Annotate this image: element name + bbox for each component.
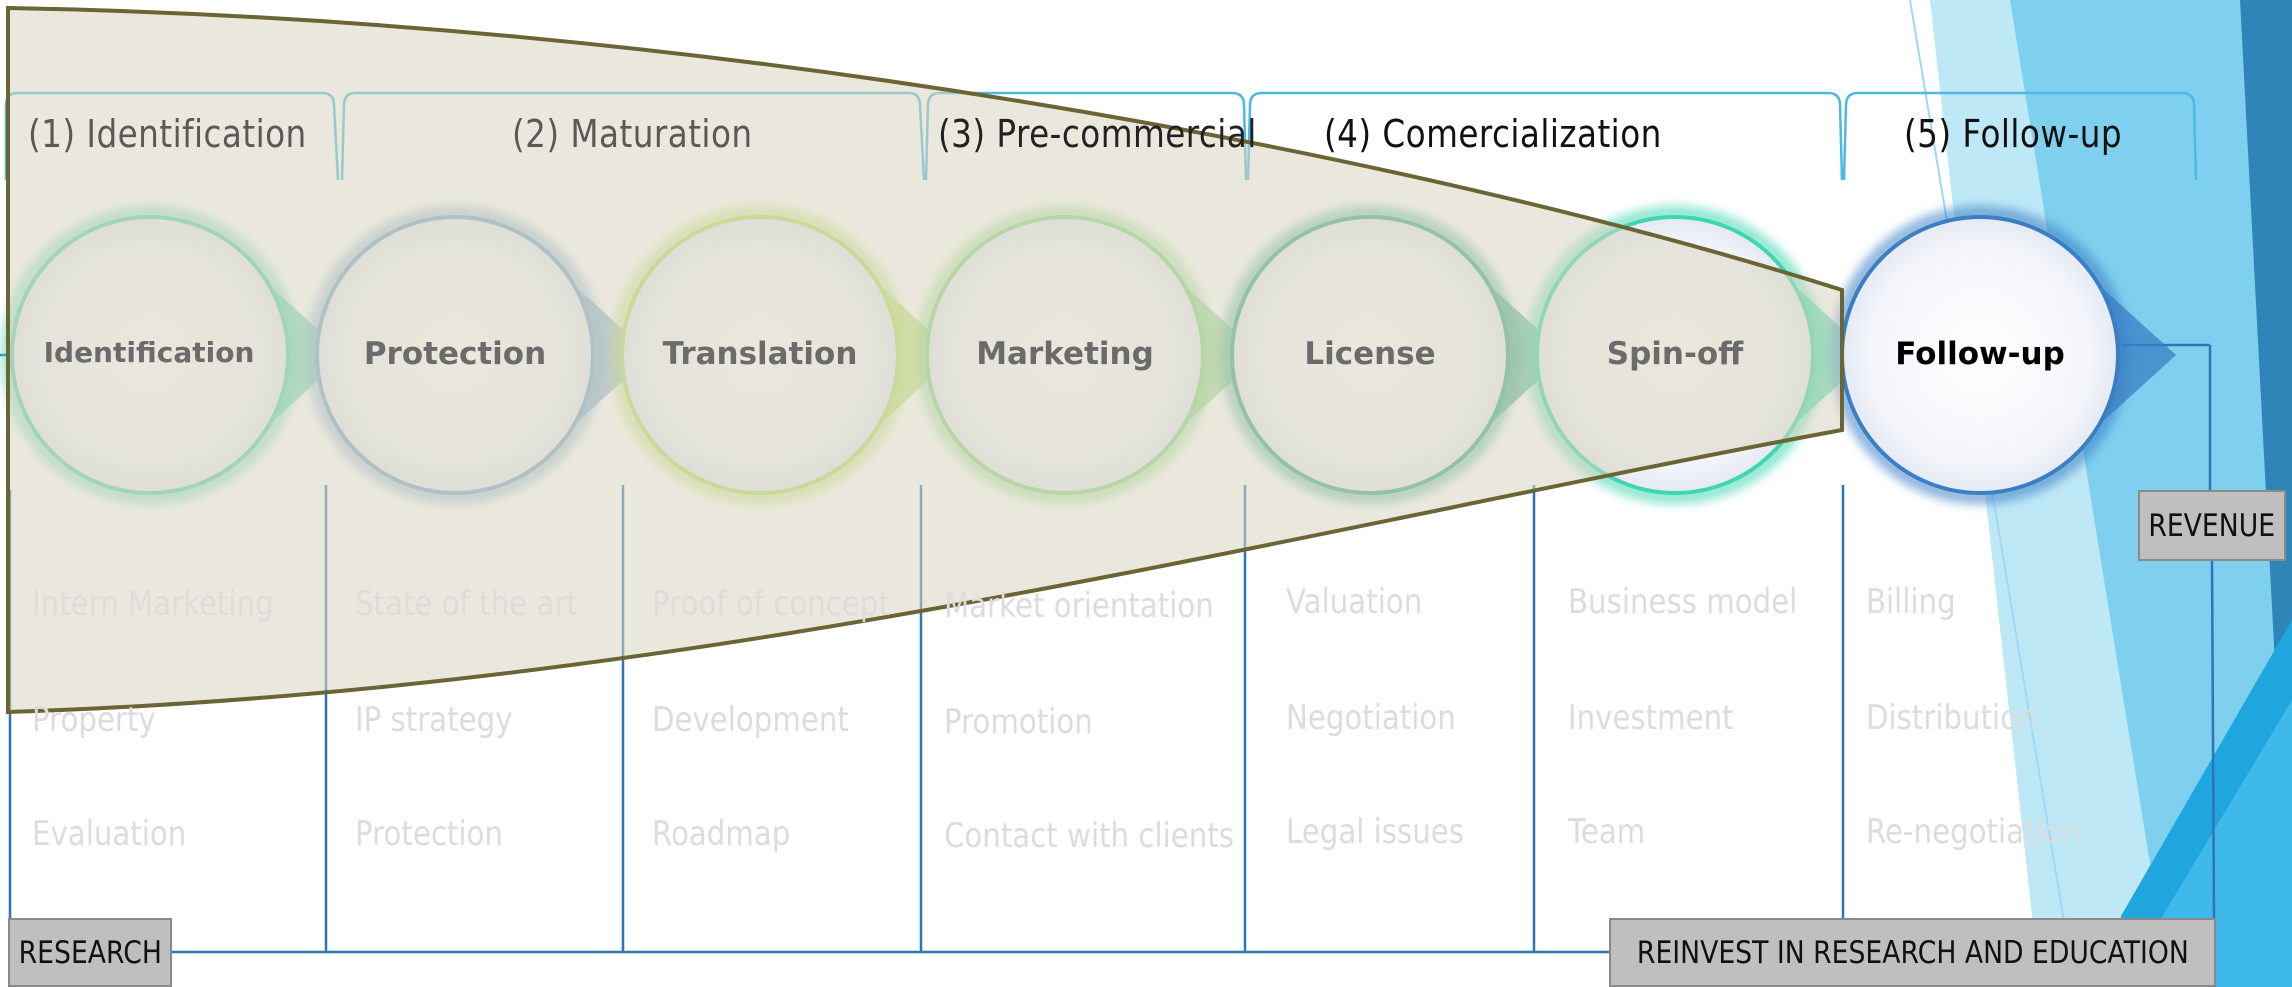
phase-label-comercialization: (4) Comercialization xyxy=(1324,112,1662,156)
reinvest-box: REINVEST IN RESEARCH AND EDUCATION xyxy=(1609,918,2216,987)
task-item: Billing xyxy=(1866,582,1956,622)
revenue-box: REVENUE xyxy=(2138,490,2286,561)
task-item: Valuation xyxy=(1286,582,1423,622)
task-item: Business model xyxy=(1568,582,1798,622)
task-item: Market orientation xyxy=(944,586,1214,626)
task-item: State of the art xyxy=(355,584,578,624)
task-item: Legal issues xyxy=(1286,812,1465,852)
task-item: Protection xyxy=(355,814,503,854)
revenue-label: REVENUE xyxy=(2148,507,2276,544)
task-item: Evaluation xyxy=(32,814,187,854)
step-label-follow-up: Follow-up xyxy=(1895,336,2065,372)
funnel-shape xyxy=(6,5,1844,715)
task-item: Intern Marketing xyxy=(32,584,274,624)
step-label-license: License xyxy=(1304,336,1436,372)
task-item: Promotion xyxy=(944,702,1093,742)
step-label-spin-off: Spin-off xyxy=(1606,336,1744,372)
reinvest-label: REINVEST IN RESEARCH AND EDUCATION xyxy=(1636,934,2189,971)
task-item: IP strategy xyxy=(355,700,513,740)
step-label-protection: Protection xyxy=(363,336,547,372)
research-label: RESEARCH xyxy=(18,934,162,971)
phase-label-identification: (1) Identification xyxy=(28,112,307,156)
task-item: Roadmap xyxy=(652,814,791,854)
step-label-identification: Identification xyxy=(43,336,255,369)
phase-label-follow-up: (5) Follow-up xyxy=(1904,112,2123,156)
task-item: Distribution xyxy=(1866,698,2037,738)
phase-label-maturation: (2) Maturation xyxy=(512,112,753,156)
task-item: Team xyxy=(1568,812,1646,852)
research-box: RESEARCH xyxy=(8,918,172,987)
task-item: Negotiation xyxy=(1286,698,1456,738)
step-label-translation: Translation xyxy=(662,336,858,372)
step-label-marketing: Marketing xyxy=(976,336,1154,372)
task-item: Development xyxy=(652,700,849,740)
task-item: Property xyxy=(32,700,156,740)
task-item: Re-negotiation xyxy=(1866,812,2081,852)
column-dividers xyxy=(0,343,2216,954)
task-item: Proof of concept xyxy=(652,584,890,624)
phase-label-pre-commercial: (3) Pre-commercial xyxy=(938,112,1257,156)
task-item: Contact with clients xyxy=(944,816,1234,856)
task-item: Investment xyxy=(1568,698,1734,738)
